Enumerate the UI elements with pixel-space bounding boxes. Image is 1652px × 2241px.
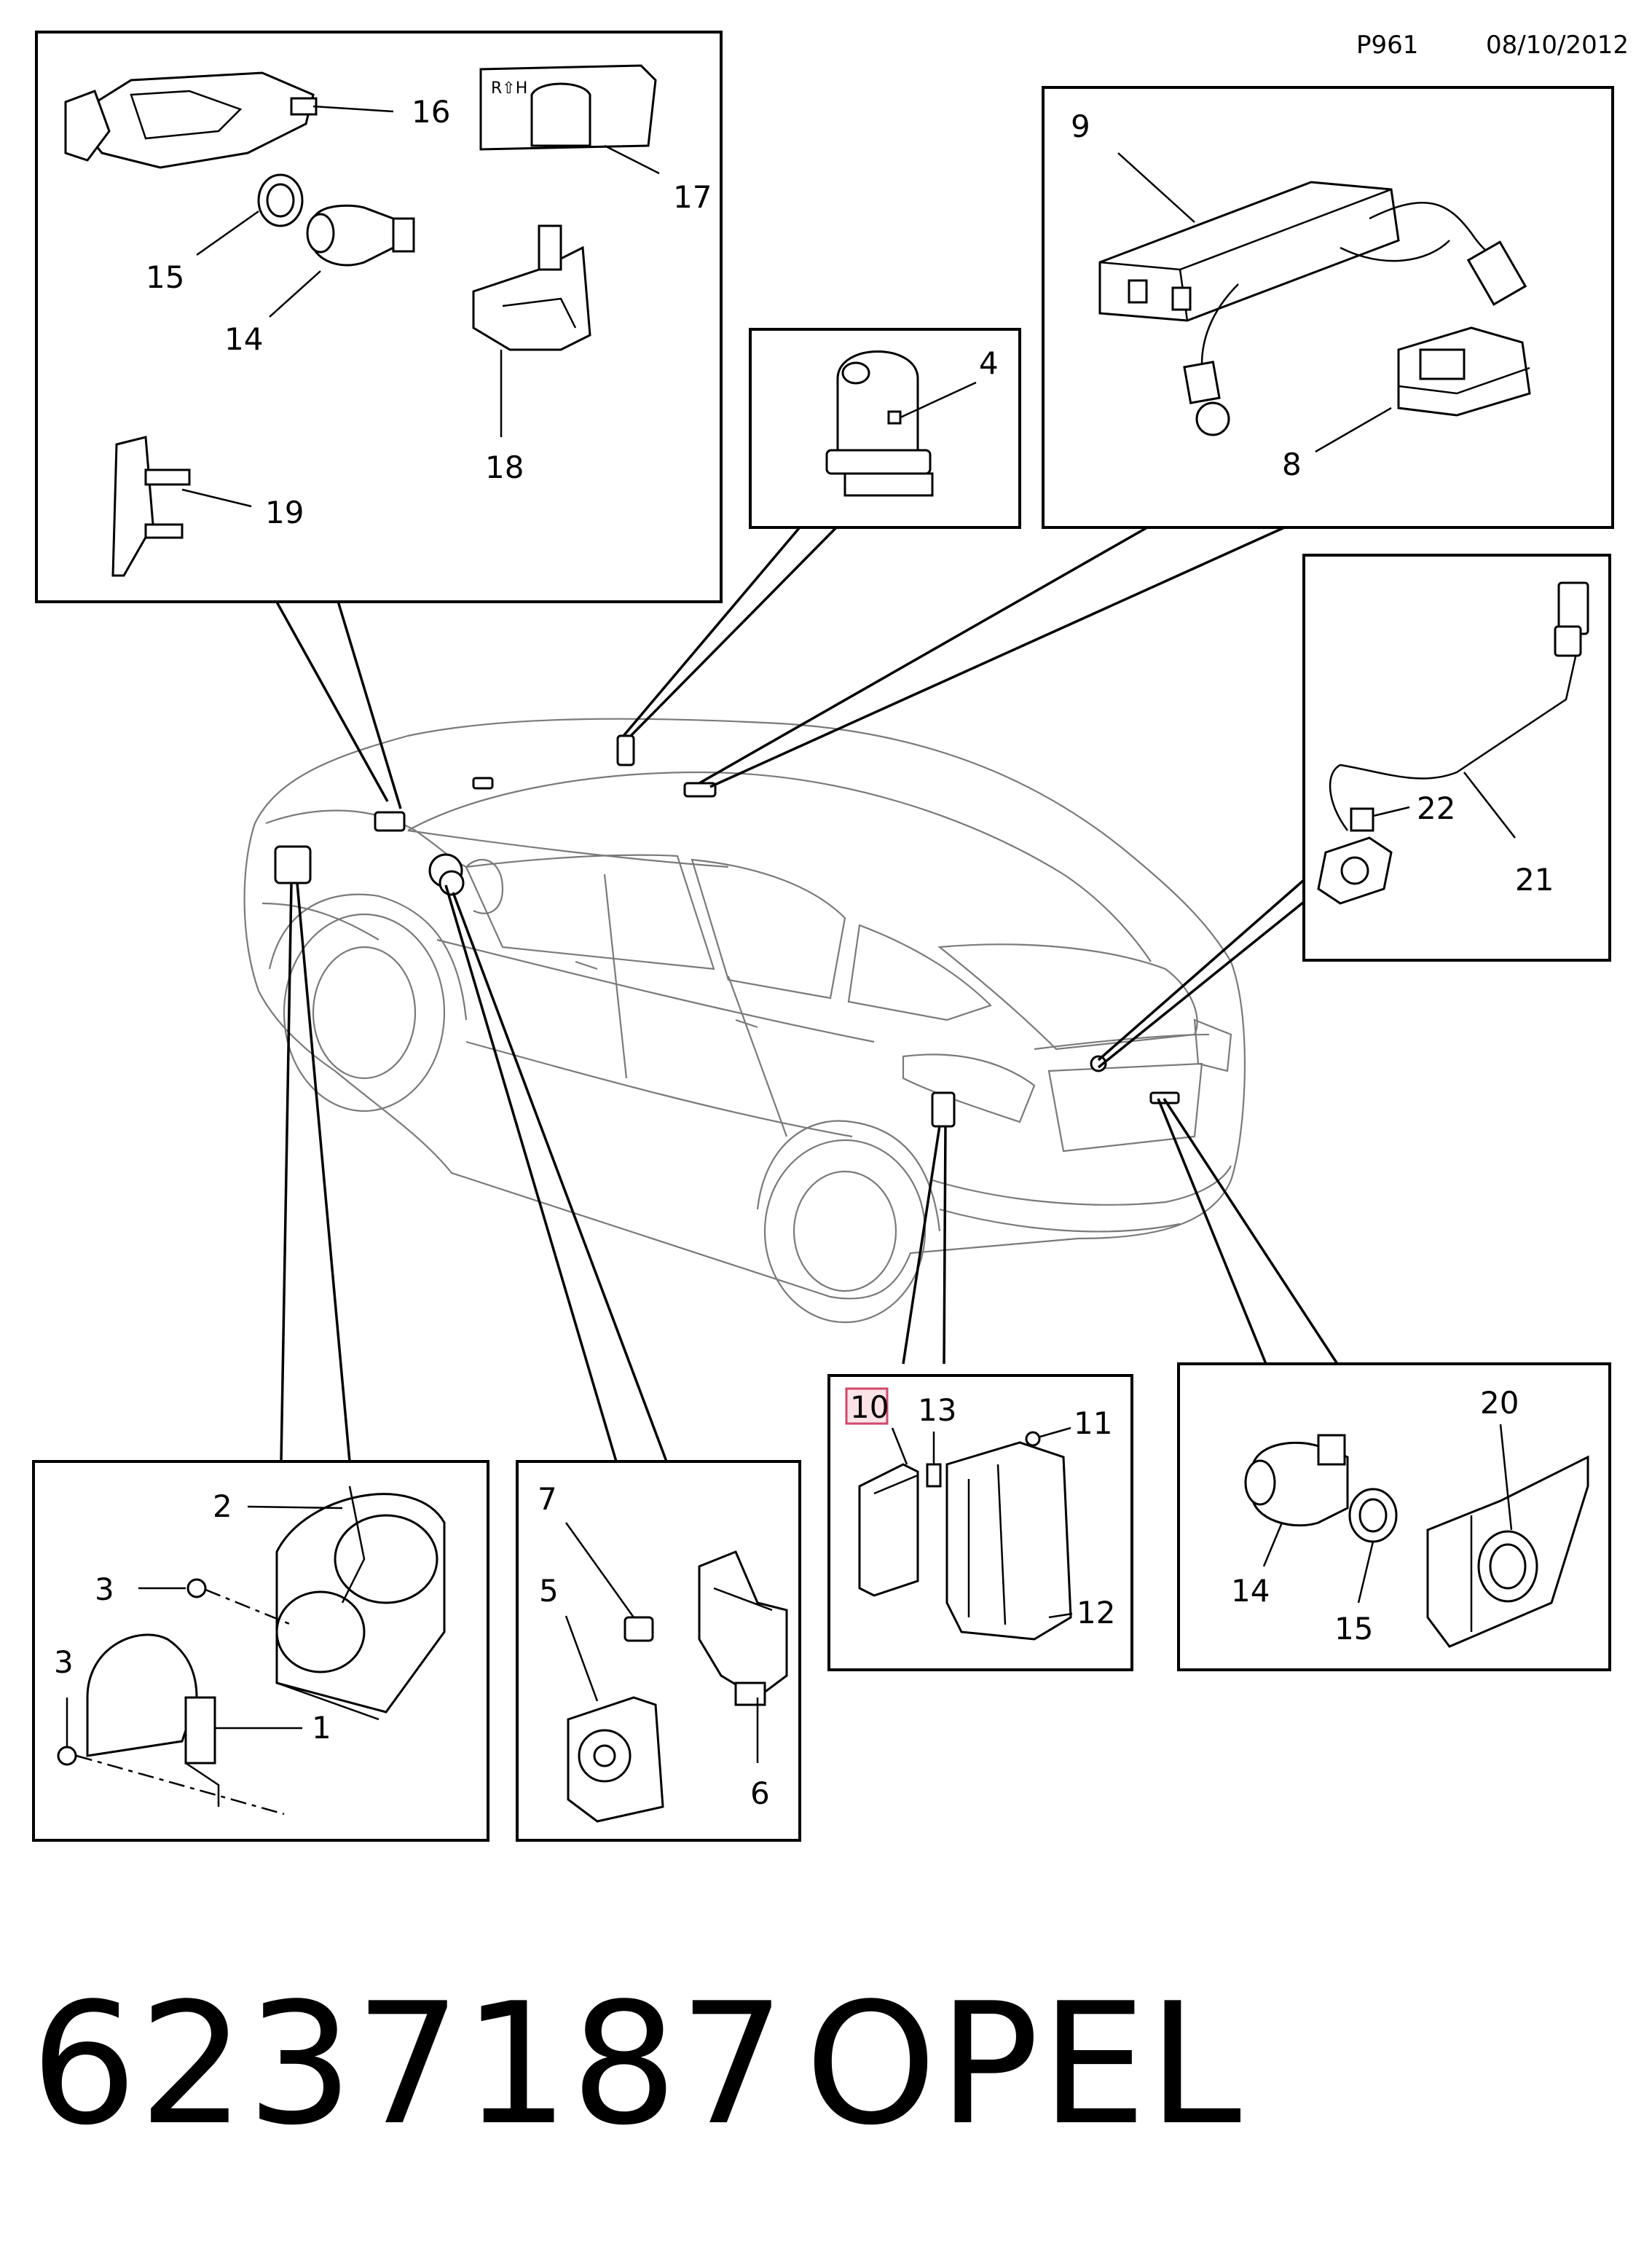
callout-9: 9 bbox=[1071, 109, 1090, 144]
callout-2: 2 bbox=[213, 1488, 232, 1524]
part-4-relay bbox=[825, 350, 934, 497]
callout-7: 7 bbox=[538, 1481, 557, 1517]
callout-4: 4 bbox=[979, 345, 999, 381]
part-17-clip: R⇧H bbox=[479, 64, 657, 151]
part-19-plug bbox=[111, 436, 191, 577]
part-14-rear-sensor bbox=[1244, 1434, 1349, 1527]
callout-3-lower: 3 bbox=[54, 1644, 74, 1680]
callout-10: 10 bbox=[850, 1389, 889, 1425]
callout-19: 19 bbox=[265, 495, 304, 530]
callout-3: 3 bbox=[95, 1571, 114, 1607]
part-15-rear-ring bbox=[1348, 1488, 1398, 1543]
callout-17: 17 bbox=[673, 179, 712, 215]
callout-8: 8 bbox=[1282, 447, 1302, 482]
brand-name: OPEL bbox=[805, 1968, 1243, 2162]
part-5-siren bbox=[567, 1696, 664, 1823]
car-mounted-components bbox=[274, 734, 1180, 1128]
part-7-nut bbox=[624, 1616, 654, 1642]
callout-22: 22 bbox=[1417, 790, 1455, 826]
callout-18: 18 bbox=[485, 450, 524, 485]
part-11-screw bbox=[1025, 1431, 1041, 1447]
callout-1: 1 bbox=[312, 1710, 331, 1746]
callout-14: 14 bbox=[224, 321, 263, 357]
part-8-switch bbox=[1397, 326, 1531, 417]
callout-10-highlight bbox=[845, 1387, 889, 1425]
part-9-control-module bbox=[1098, 181, 1400, 322]
page-code: P961 bbox=[1356, 31, 1419, 60]
callout-14-rear: 14 bbox=[1231, 1573, 1270, 1609]
car-illustration bbox=[243, 718, 1246, 1324]
part-10-module bbox=[858, 1463, 919, 1597]
part-12-bracket bbox=[945, 1441, 1072, 1641]
part-21-camera-harness bbox=[1317, 581, 1589, 905]
box-connector-lines bbox=[270, 517, 1339, 1462]
part-9-harness bbox=[1183, 202, 1527, 436]
callout-13: 13 bbox=[918, 1392, 956, 1428]
rh-marking: R⇧H bbox=[491, 79, 527, 98]
part-number: 6237187 bbox=[31, 1968, 787, 2162]
part-16-bracket bbox=[64, 71, 318, 169]
part-2-horn bbox=[275, 1486, 446, 1721]
callout-20: 20 bbox=[1480, 1385, 1519, 1421]
part-1-horn bbox=[86, 1633, 220, 1807]
part-15-ring bbox=[257, 173, 304, 227]
part-13-clip bbox=[926, 1463, 942, 1488]
part-18-sensor-bracket bbox=[472, 224, 591, 351]
diagram-date: 08/10/2012 bbox=[1486, 31, 1629, 60]
callout-5: 5 bbox=[539, 1573, 559, 1609]
callout-6: 6 bbox=[750, 1775, 770, 1811]
callout-21: 21 bbox=[1515, 862, 1554, 898]
part-6-bracket bbox=[698, 1550, 788, 1706]
callout-16: 16 bbox=[412, 94, 450, 130]
part-14-sensor bbox=[306, 204, 415, 267]
callout-15: 15 bbox=[146, 259, 184, 295]
callout-11: 11 bbox=[1074, 1405, 1112, 1441]
callout-15-rear: 15 bbox=[1334, 1611, 1373, 1647]
callout-12: 12 bbox=[1077, 1595, 1115, 1630]
part-20-bracket bbox=[1426, 1455, 1589, 1648]
